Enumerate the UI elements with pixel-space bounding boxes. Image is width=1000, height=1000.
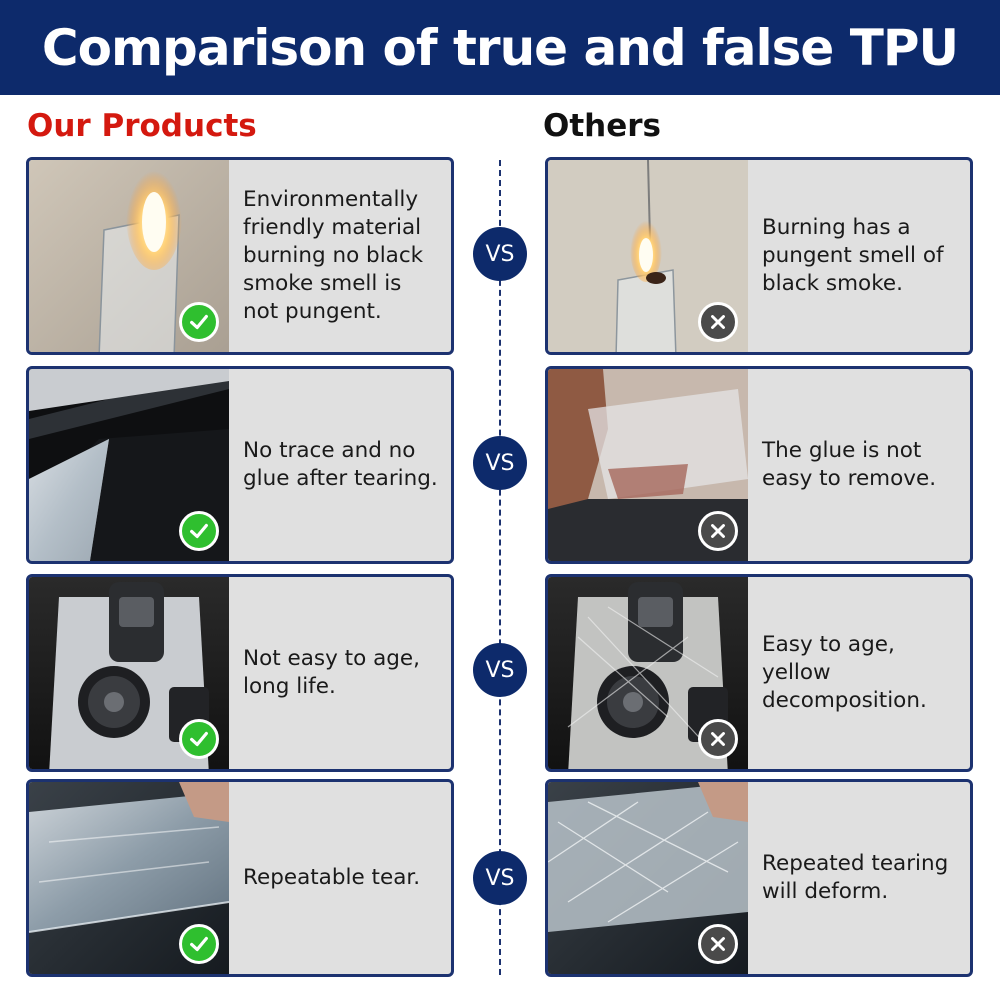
check-icon xyxy=(179,302,219,342)
our-products-heading: Our Products xyxy=(27,108,257,144)
others-description: Burning has a pungent smell of black smo… xyxy=(762,215,944,296)
car-console-photo xyxy=(548,577,748,769)
our-product-card-repeat-tear: Repeatable tear. xyxy=(26,779,454,977)
our-product-description: Not easy to age, long life. xyxy=(243,646,420,699)
vs-badge: VS xyxy=(473,227,527,281)
check-icon xyxy=(179,924,219,964)
cross-icon xyxy=(698,924,738,964)
others-card-aging: Easy to age, yellow decomposition. xyxy=(545,574,973,772)
header-banner: Comparison of true and false TPU xyxy=(0,0,1000,95)
burning-film-photo xyxy=(548,160,748,352)
others-card-burning: Burning has a pungent smell of black smo… xyxy=(545,157,973,355)
cross-icon xyxy=(698,302,738,342)
vs-badge: VS xyxy=(473,851,527,905)
our-product-description: Environmentally friendly material burnin… xyxy=(243,187,424,324)
vs-badge: VS xyxy=(473,643,527,697)
our-product-card-burning: Environmentally friendly material burnin… xyxy=(26,157,454,355)
our-product-description: Repeatable tear. xyxy=(243,865,421,890)
our-product-card-tearing: No trace and no glue after tearing. xyxy=(26,366,454,564)
our-product-card-aging: Not easy to age, long life. xyxy=(26,574,454,772)
others-description: The glue is not easy to remove. xyxy=(762,438,937,491)
our-product-description: No trace and no glue after tearing. xyxy=(243,438,438,491)
others-heading: Others xyxy=(543,108,662,144)
others-card-tearing: The glue is not easy to remove. xyxy=(545,366,973,564)
page-title: Comparison of true and false TPU xyxy=(41,18,959,77)
vs-badge: VS xyxy=(473,436,527,490)
check-icon xyxy=(179,719,219,759)
cross-icon xyxy=(698,511,738,551)
film-peeling-photo xyxy=(548,782,748,974)
cross-icon xyxy=(698,719,738,759)
others-description: Repeated tearing will deform. xyxy=(762,851,949,904)
others-card-repeat-tear: Repeated tearing will deform. xyxy=(545,779,973,977)
others-description: Easy to age, yellow decomposition. xyxy=(762,632,927,713)
check-icon xyxy=(179,511,219,551)
column-divider xyxy=(499,160,501,975)
